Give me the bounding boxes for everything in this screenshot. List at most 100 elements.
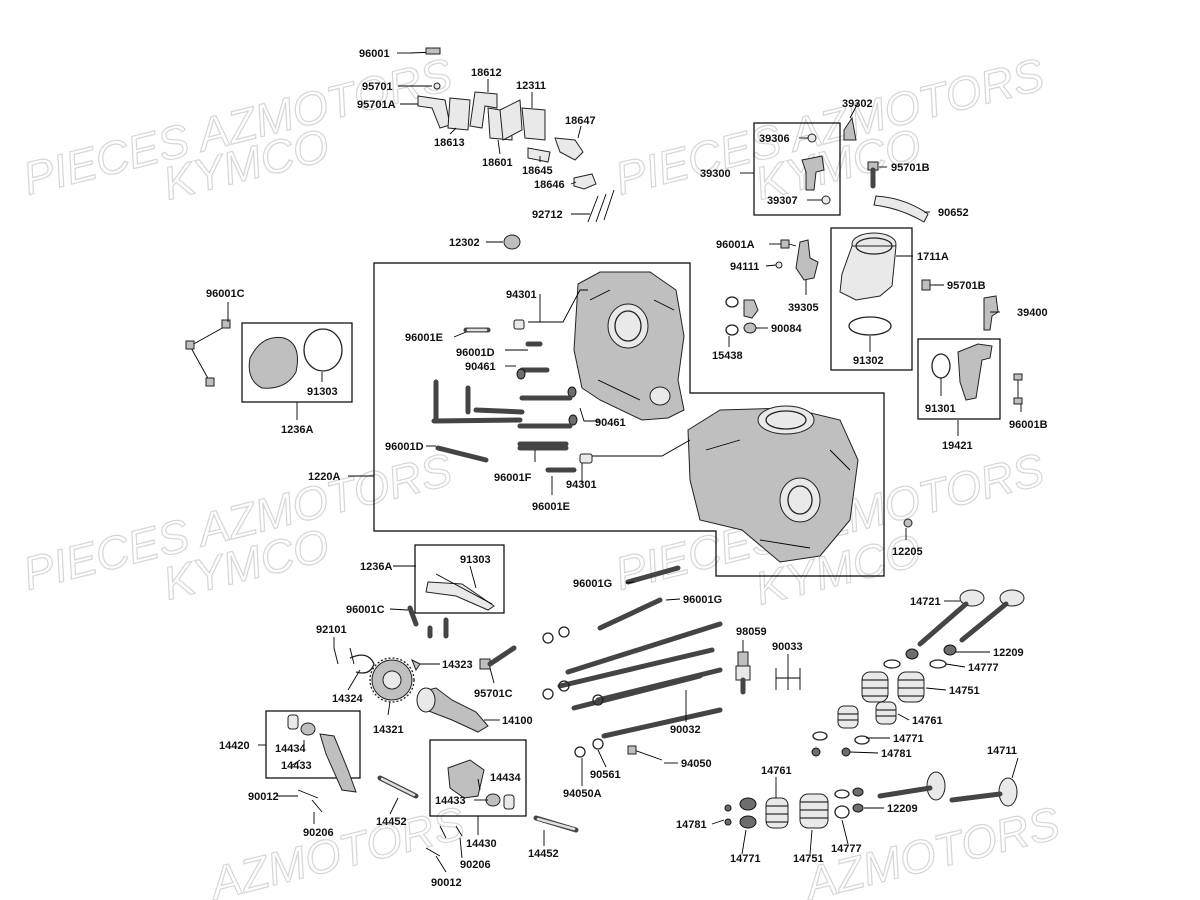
part-label: 98059 xyxy=(736,626,767,638)
part-label: 94050 xyxy=(681,758,712,770)
bolt-96001-part xyxy=(409,47,441,55)
part-label: 96001E xyxy=(405,332,443,344)
part-label: 91303 xyxy=(460,554,491,566)
bolt-94050-part xyxy=(627,745,663,761)
part-label: 18645 xyxy=(522,165,553,177)
springs-14751-part xyxy=(861,671,925,703)
bracket-18612-part xyxy=(469,91,498,129)
part-label: 95701B xyxy=(891,162,930,174)
part-label: 95701 xyxy=(362,81,393,93)
part-label: 19421 xyxy=(942,440,973,452)
plug-12205-part xyxy=(903,518,913,528)
cover-91303-part xyxy=(425,581,495,611)
cylinder-block-part xyxy=(687,405,859,563)
cam-14323-part xyxy=(411,658,421,672)
valves-14721-part xyxy=(917,589,1025,647)
part-label: 92712 xyxy=(532,209,563,221)
part-label: 14420 xyxy=(219,740,250,752)
part-label: 14777 xyxy=(831,843,862,855)
part-label: 14452 xyxy=(376,816,407,828)
thermostat-housing-box xyxy=(917,338,1001,420)
cylinder-head-upper-part xyxy=(573,271,685,421)
part-label: 14721 xyxy=(910,596,941,608)
part-label: 1236A xyxy=(281,424,313,436)
injector-39305-part xyxy=(795,239,819,281)
part-label: 94111 xyxy=(730,261,759,273)
sprocket-14321-part xyxy=(369,657,415,703)
nut-90084b-part xyxy=(743,322,757,334)
nut-90084-part xyxy=(743,299,759,319)
bolts-96001B-part xyxy=(1013,373,1023,405)
part-label: 12209 xyxy=(993,647,1024,659)
shaft-14452a-part xyxy=(377,775,419,799)
leader-lines xyxy=(227,52,1022,873)
spring-14751b-part xyxy=(799,793,829,829)
part-label: 1711A xyxy=(917,251,949,263)
part-label: 90206 xyxy=(303,827,334,839)
valves-14711-part xyxy=(877,771,1018,807)
part-label: 96001A xyxy=(716,239,755,251)
oring-15438b-part xyxy=(725,324,739,336)
long-studs-96001G-part xyxy=(557,565,723,739)
part-label: 39302 xyxy=(842,98,873,110)
seals-12209-part xyxy=(905,644,957,660)
gasket-91303-part xyxy=(303,328,343,372)
keepers-14781b-part xyxy=(724,804,732,826)
part-label: 12209 xyxy=(887,803,918,815)
part-label: 14781 xyxy=(881,748,912,760)
part-label: 12205 xyxy=(892,546,923,558)
long-studs-96001D-part xyxy=(431,379,573,463)
dowel-94301-part xyxy=(513,319,525,330)
part-label: 90012 xyxy=(431,877,462,889)
washer-95701-part xyxy=(433,82,441,90)
injector-39300-part xyxy=(801,155,825,191)
part-label: 90206 xyxy=(460,859,491,871)
seats-14771b-part xyxy=(739,797,757,829)
part-label: 90561 xyxy=(590,769,621,781)
part-label: 18613 xyxy=(434,137,465,149)
pin-14434b-part xyxy=(503,794,515,810)
part-label: 94050A xyxy=(563,788,602,800)
washer-90461-part xyxy=(516,368,526,380)
part-label: 39307 xyxy=(767,195,798,207)
dowel-94301b-part xyxy=(579,453,593,464)
bolt-95701B-part xyxy=(867,161,879,189)
washers-column-part xyxy=(542,626,604,758)
oring-39307-part xyxy=(821,195,831,205)
bracket-right-part xyxy=(521,107,546,141)
part-label: 14751 xyxy=(949,685,980,697)
cover-box-lower xyxy=(414,544,505,614)
springs-14761-part xyxy=(837,701,897,729)
part-label: 14711 xyxy=(987,745,1017,757)
part-label: 14761 xyxy=(761,765,792,777)
plate-14324-part xyxy=(349,654,375,674)
washer-90461c-part xyxy=(568,414,578,426)
clip-39302-part xyxy=(843,116,857,141)
rocker-arm-right-part xyxy=(447,759,485,799)
bolt-95701C-part xyxy=(479,645,517,670)
part-label: 96001E xyxy=(532,501,570,513)
rocker-arm-box-left xyxy=(265,710,361,779)
part-label: 96001D xyxy=(385,441,424,453)
screws-90206b-part xyxy=(425,825,463,857)
part-label: 90652 xyxy=(938,207,969,219)
part-label: 14323 xyxy=(442,659,473,671)
seats-14771-part xyxy=(812,731,870,745)
cover-1236A-part xyxy=(248,336,298,389)
part-label: 14771 xyxy=(730,853,761,865)
part-label: 94301 xyxy=(506,289,537,301)
part-label: 96001B xyxy=(1009,419,1048,431)
part-label: 39300 xyxy=(700,168,731,180)
part-label: 91302 xyxy=(853,355,884,367)
oring-39306-part xyxy=(807,133,817,143)
part-label: 14751 xyxy=(793,853,824,865)
spring-14761b-part xyxy=(765,797,789,829)
seal-12302-part xyxy=(503,234,521,250)
gasket-18613-part xyxy=(447,97,471,131)
part-label: 1220A xyxy=(308,471,340,483)
plate-12311-part xyxy=(499,99,523,141)
gasket-18645-part xyxy=(527,147,551,163)
part-label: 14761 xyxy=(912,715,943,727)
stud-96001D-part xyxy=(519,341,550,373)
